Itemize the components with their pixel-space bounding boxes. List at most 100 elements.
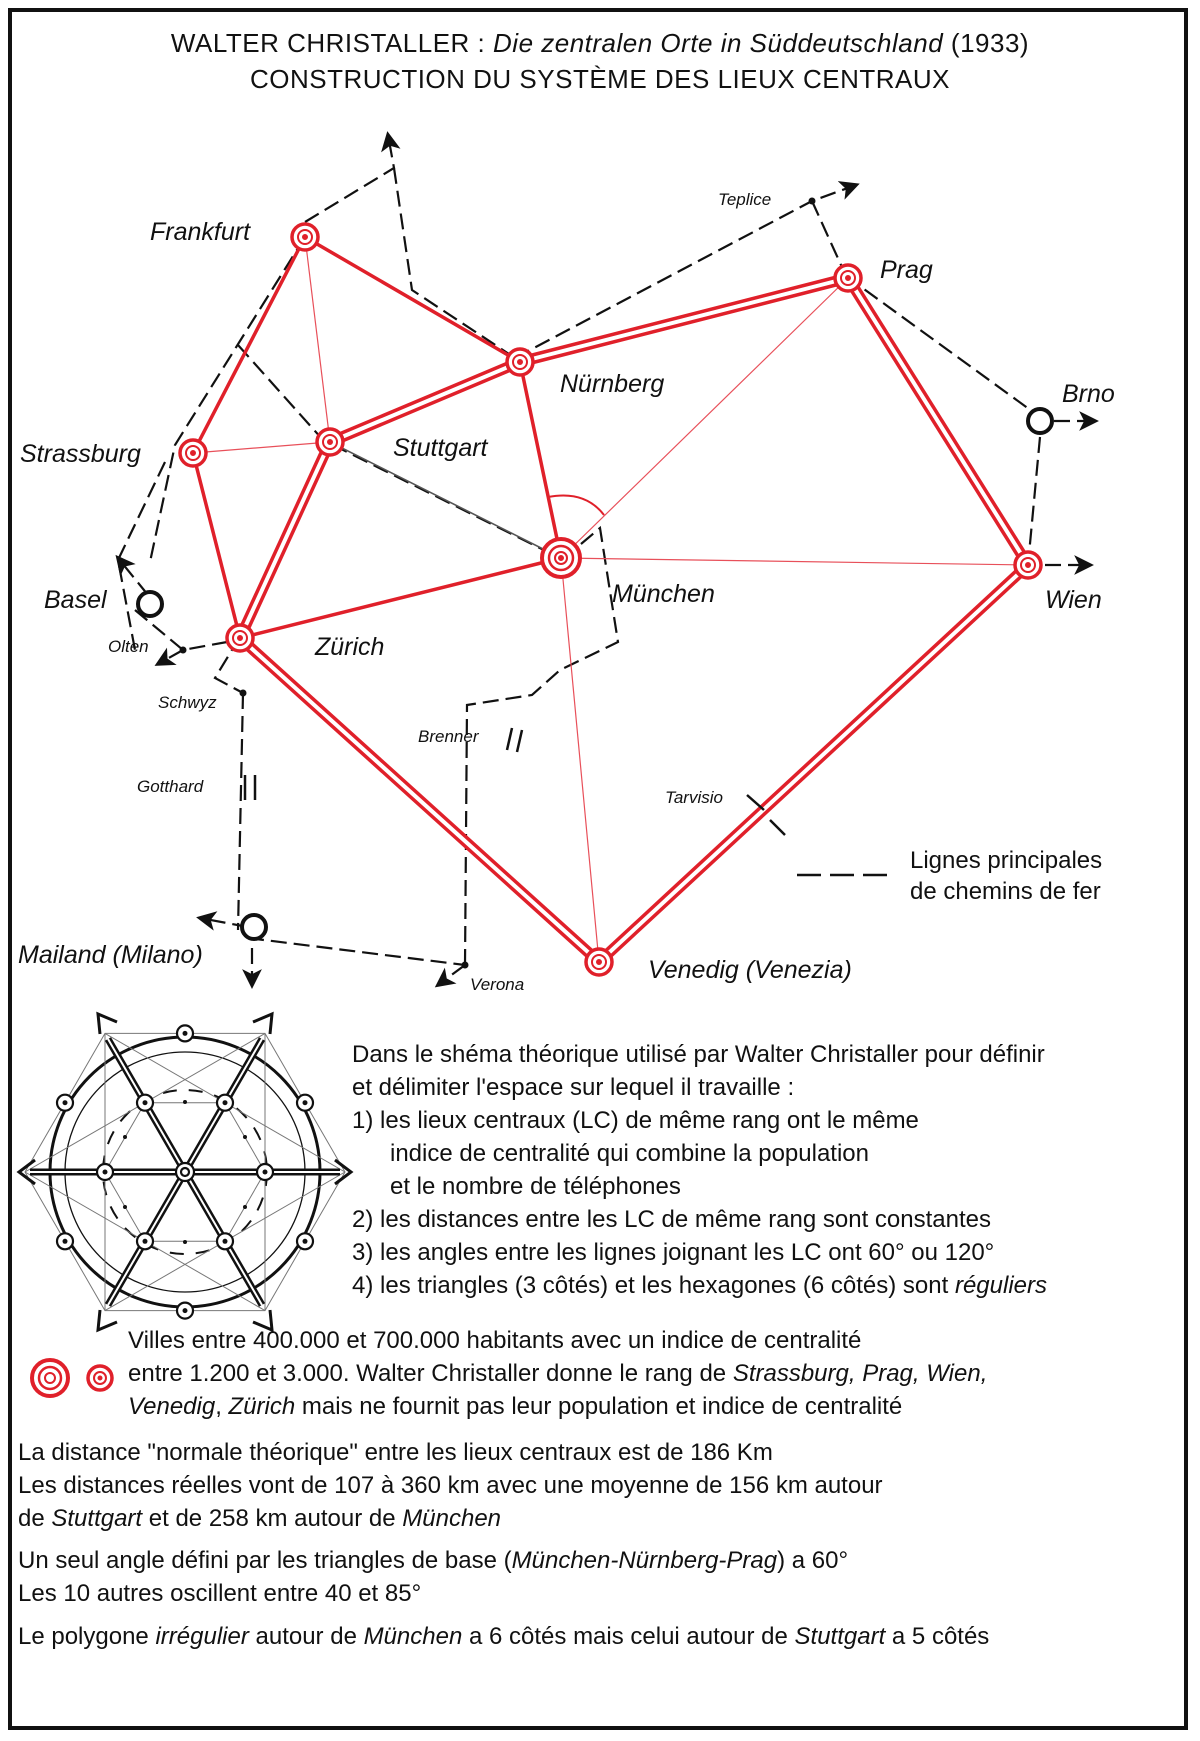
page-frame bbox=[8, 8, 1188, 1730]
label-nurnberg: Nürnberg bbox=[560, 370, 664, 398]
link-stuttgart-munchen bbox=[329, 441, 562, 559]
rail-mailand-west bbox=[196, 911, 249, 931]
thin-frankfurt-stuttgart bbox=[304, 236, 331, 443]
legend-large-symbol bbox=[30, 1358, 70, 1398]
distance-notes: La distance "normale théorique" entre le… bbox=[18, 1436, 883, 1535]
central-places bbox=[178, 222, 1043, 977]
scheme-point3: 3) les angles entre les lignes joignant … bbox=[352, 1239, 995, 1266]
polygon-stuttgart: Stuttgart bbox=[794, 1623, 886, 1650]
rail-olten bbox=[134, 609, 244, 694]
prag-symbol bbox=[833, 263, 863, 293]
distance-line3-a: de bbox=[18, 1505, 45, 1532]
scheme-intro-1: Dans le shéma théorique utilisé par Walt… bbox=[352, 1041, 1045, 1068]
polygon-line: Le polygone irrégulier autour de München… bbox=[18, 1620, 989, 1653]
label-venedig: Venedig (Venezia) bbox=[648, 956, 852, 984]
mailand-node bbox=[240, 913, 268, 941]
polygon-irregular: irrégulier bbox=[155, 1623, 249, 1650]
page-subtitle: CONSTRUCTION DU SYSTÈME DES LIEUX CENTRA… bbox=[250, 64, 950, 94]
rail-north-nurnberg bbox=[392, 167, 516, 359]
thin-connections bbox=[192, 236, 1029, 963]
link-frankfurt-nurnberg bbox=[304, 235, 521, 364]
title-year: (1933) bbox=[950, 28, 1030, 58]
scheme-point4-emph: réguliers bbox=[954, 1272, 1048, 1299]
cities-legend-zurich: Zürich bbox=[228, 1393, 296, 1420]
thin-strassburg-stuttgart bbox=[192, 441, 331, 454]
cities-legend-comma: , bbox=[215, 1393, 222, 1420]
rail-basel-out bbox=[115, 554, 149, 596]
label-brno: Brno bbox=[1062, 380, 1115, 408]
thin-munchen-prag bbox=[560, 277, 849, 559]
distance-line3-stuttgart: Stuttgart bbox=[51, 1505, 143, 1532]
polygon-a: Le polygone bbox=[18, 1623, 149, 1650]
label-wien: Wien bbox=[1045, 586, 1102, 614]
label-verona: Verona bbox=[470, 975, 524, 994]
rail-legend-line1: Lignes principales bbox=[910, 847, 1102, 874]
polygon-g: a 5 côtés bbox=[891, 1623, 990, 1650]
main-connections bbox=[191, 235, 563, 640]
major-connections bbox=[235, 272, 1033, 967]
label-schwyz: Schwyz bbox=[158, 693, 217, 712]
rail-verona-brenner bbox=[463, 525, 620, 966]
distance-line3-munchen: München bbox=[402, 1505, 502, 1532]
distance-line3-c: et de 258 km autour de bbox=[148, 1505, 396, 1532]
angle-line1-c: ) a 60° bbox=[777, 1547, 849, 1574]
angle-line1-a: Un seul angle défini par les triangles d… bbox=[18, 1547, 512, 1574]
label-prag: Prag bbox=[880, 256, 933, 284]
polygon-e: a 6 côtés mais celui autour de bbox=[469, 1623, 788, 1650]
rail-legend: Lignes principales de chemins de fer bbox=[797, 847, 1102, 905]
scheme-point1-3: et le nombre de téléphones bbox=[390, 1173, 681, 1200]
frankfurt-symbol bbox=[290, 222, 320, 252]
legend-small-symbol bbox=[86, 1364, 114, 1392]
rail-mailand-verona bbox=[247, 936, 466, 967]
ring-nodes bbox=[136, 407, 1054, 941]
legend-city-symbols bbox=[30, 1358, 114, 1398]
cities-legend-venedig: Venedig bbox=[128, 1393, 216, 1420]
label-mailand: Mailand (Milano) bbox=[18, 941, 203, 969]
theoretical-scheme bbox=[16, 1011, 354, 1333]
angle-arc-munchen bbox=[547, 494, 605, 516]
scheme-text: Dans le shéma théorique utilisé par Walt… bbox=[352, 1038, 1047, 1302]
basel-node bbox=[136, 590, 164, 618]
scheme-point4-text: 4) les triangles (3 côtés) et les hexago… bbox=[352, 1272, 949, 1299]
small-nodes bbox=[179, 197, 816, 969]
rail-legend-line2: de chemins de fer bbox=[910, 878, 1101, 905]
cities-legend-line3-text: mais ne fournit pas leur population et i… bbox=[301, 1393, 903, 1420]
scheme-point1-1: 1) les lieux centraux (LC) de même rang … bbox=[352, 1107, 919, 1134]
rail-strassburg-olten bbox=[116, 461, 166, 651]
munchen-symbol bbox=[540, 537, 582, 579]
rail-olten-out bbox=[154, 647, 184, 666]
zurich-symbol bbox=[225, 623, 255, 653]
label-stuttgart: Stuttgart bbox=[393, 434, 489, 462]
link-frankfurt-strassburg bbox=[191, 236, 307, 454]
label-frankfurt: Frankfurt bbox=[150, 218, 251, 246]
rail-frankfurt-strassburg bbox=[148, 236, 306, 563]
title-author: WALTER CHRISTALLER : bbox=[170, 28, 486, 58]
rail-verona-out bbox=[434, 964, 466, 988]
page-title: WALTER CHRISTALLER : Die zentralen Orte … bbox=[0, 28, 1200, 59]
angle-line1-triangle: München-Nürnberg-Prag bbox=[511, 1547, 778, 1574]
angle-notes: Un seul angle défini par les triangles d… bbox=[18, 1544, 848, 1610]
rail-nurnberg-teplice bbox=[514, 181, 860, 359]
polygon-munchen: München bbox=[363, 1623, 463, 1650]
cities-legend-line1: Villes entre 400.000 et 700.000 habitant… bbox=[128, 1327, 862, 1354]
brno-node bbox=[1026, 407, 1054, 435]
label-gotthard: Gotthard bbox=[137, 777, 204, 796]
distance-line2: Les distances réelles vont de 107 à 360 … bbox=[18, 1472, 883, 1499]
distance-line3: de Stuttgart et de 258 km autour de Münc… bbox=[18, 1502, 883, 1535]
rail-frankfurt-north bbox=[304, 131, 401, 223]
link-zurich-munchen bbox=[239, 556, 562, 640]
scheme-intro-2: et délimiter l'espace sur lequel il trav… bbox=[352, 1074, 795, 1101]
label-teplice: Teplice bbox=[718, 190, 771, 209]
cities-legend-line2: entre 1.200 et 3.000. Walter Christaller… bbox=[128, 1357, 987, 1390]
wien-symbol bbox=[1013, 550, 1043, 580]
angle-line1: Un seul angle défini par les triangles d… bbox=[18, 1544, 848, 1577]
venedig-symbol bbox=[584, 947, 614, 977]
pass-markers bbox=[243, 727, 786, 836]
stuttgart-symbol bbox=[315, 427, 345, 457]
label-olten: Olten bbox=[108, 637, 149, 656]
label-strassburg: Strassburg bbox=[20, 440, 141, 468]
title-book: Die zentralen Orte in Süddeutschland bbox=[493, 28, 944, 58]
strassburg-symbol bbox=[178, 438, 208, 468]
rail-prag-brno bbox=[845, 275, 1041, 418]
label-munchen: München bbox=[612, 580, 715, 608]
